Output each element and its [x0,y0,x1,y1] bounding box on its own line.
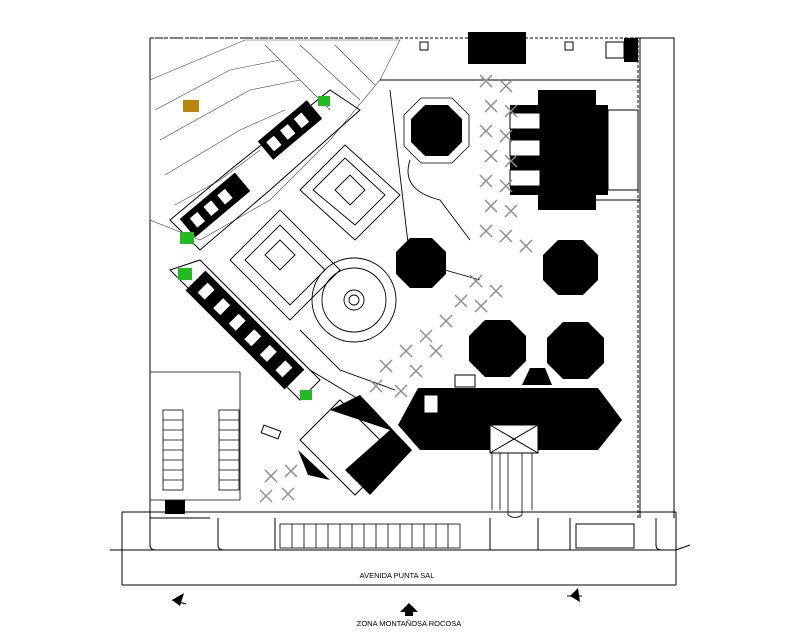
street-lines [110,511,691,586]
entrance-building [260,395,412,496]
north-arrow-icon [400,603,418,616]
top-right-strip [605,41,625,59]
street-label: AVENIDA PUNTA SAL [360,571,435,580]
octagon-pavilions [396,105,604,379]
compass-left-icon [171,593,187,606]
top-small-column [419,41,429,51]
top-corner-building [624,38,638,62]
pavilion-top [411,105,462,156]
bungalow-row-lower [169,259,321,401]
parking-lot [150,371,241,501]
pavilion-mid-left [396,238,446,288]
top-block-building [468,32,526,64]
pavilion-right [543,240,598,295]
compass-right-icon [567,588,582,602]
slope-terrain [149,39,401,241]
zone-label: ZONA MONTAÑOSA ROCOSA [357,619,461,628]
right-main-building [509,90,639,210]
pavilion-bottom-right [547,322,604,379]
central-plaza [229,79,641,401]
parking-booth [165,500,185,514]
fountain-inner [343,289,365,311]
bungalow-row-upper [169,89,361,251]
pavilion-bottom-left [469,320,526,377]
street-parking-row [279,523,461,549]
tree-grove [259,74,533,503]
fountain-outer [311,257,397,343]
fountain-mid [321,267,387,333]
top-small-column-2 [564,41,574,51]
bottom-main-building [398,368,622,518]
